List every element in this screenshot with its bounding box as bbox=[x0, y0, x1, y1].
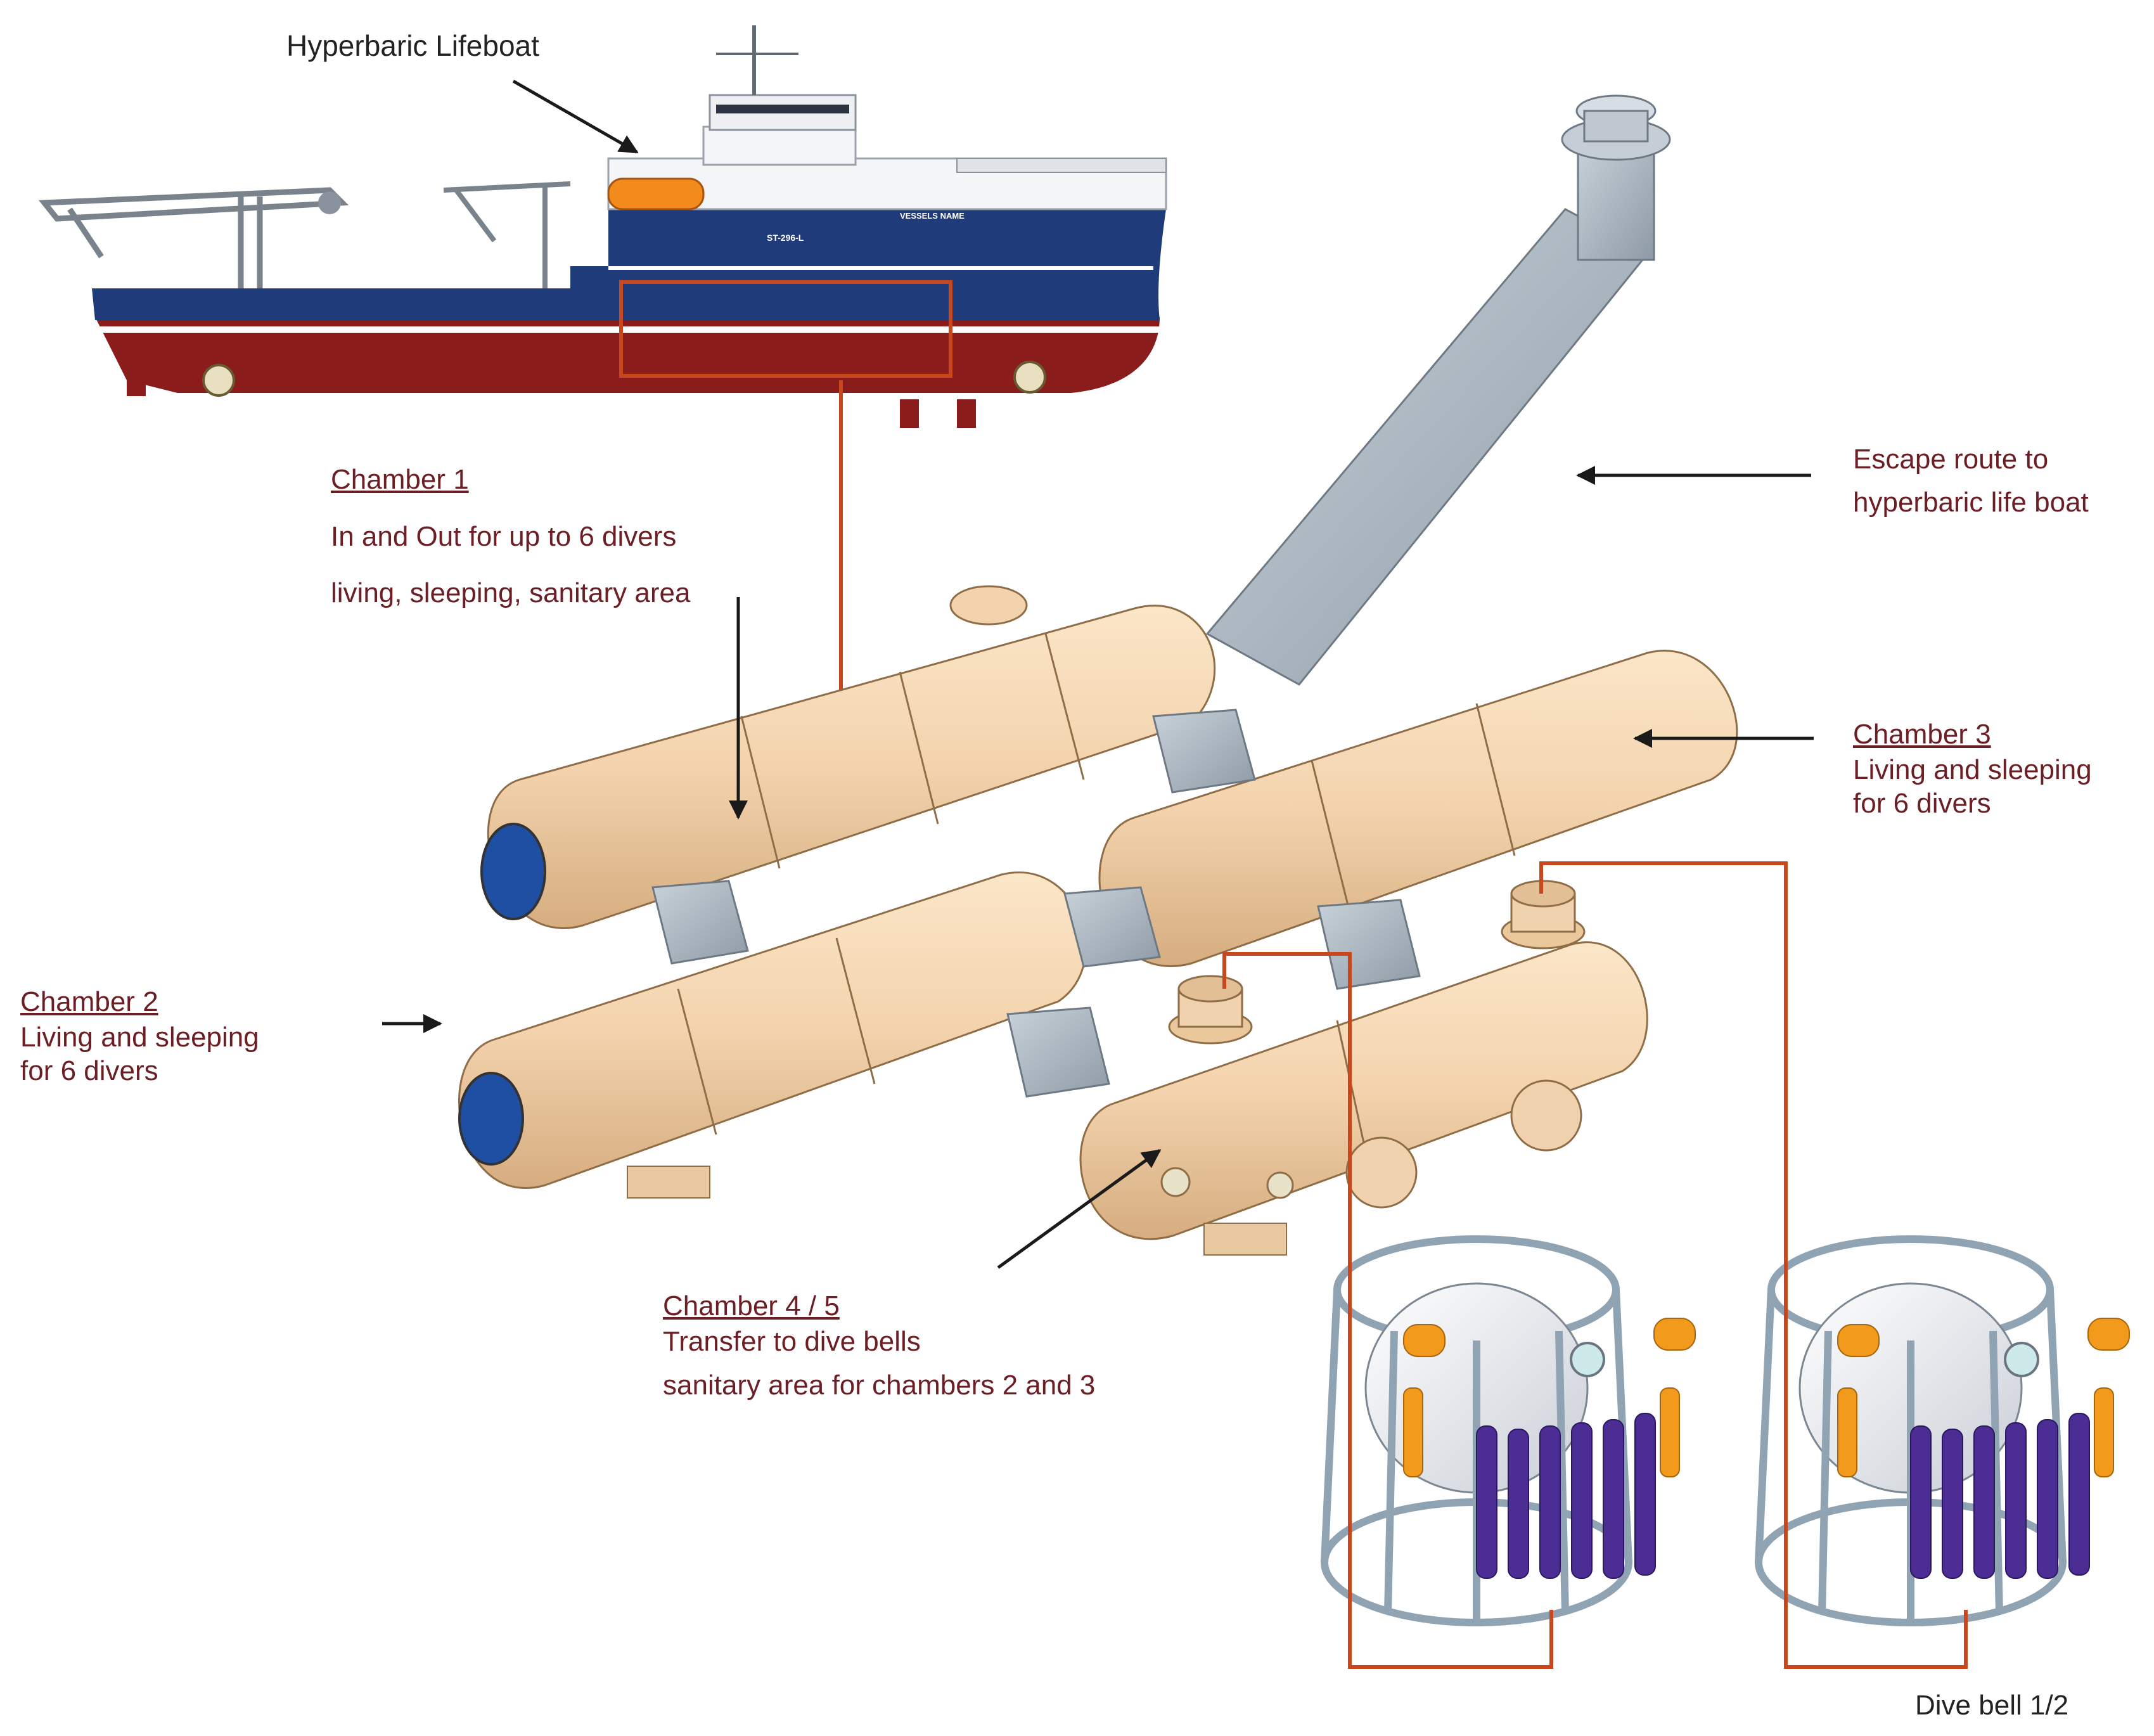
lifeboat-arrow bbox=[512, 79, 639, 154]
escape-trunk bbox=[1205, 94, 1671, 686]
escape-route-label: Escape route to hyperbaric life boat bbox=[1853, 442, 2089, 519]
chamber-4-5-arrow bbox=[997, 1148, 1162, 1270]
chamber-2-saddle bbox=[627, 1166, 710, 1199]
dive-bell-2-gas-cylinders bbox=[1910, 1413, 2090, 1579]
chamber-4-5-side-hatch-1 bbox=[1345, 1136, 1418, 1209]
chamber-1-label: Chamber 1 In and Out for up to 6 divers … bbox=[331, 463, 690, 610]
chamber-1-top-port bbox=[949, 585, 1028, 626]
chamber-2-label: Chamber 2 Living and sleeping for 6 dive… bbox=[20, 985, 259, 1088]
chamber-4-5-saddle bbox=[1203, 1223, 1287, 1256]
ship-hull-upper bbox=[92, 209, 1166, 320]
chamber-4-5-title: Chamber 4 / 5 bbox=[663, 1290, 840, 1321]
bell-1-connection-line bbox=[1222, 952, 1553, 1669]
chamber-2-line-1: Living and sleeping bbox=[20, 1021, 259, 1053]
chamber-1 bbox=[480, 585, 1216, 929]
chamber-2-title: Chamber 2 bbox=[20, 986, 158, 1017]
ship-bow-thruster-icon bbox=[1013, 361, 1046, 394]
bell-2-connection-line bbox=[1539, 861, 1968, 1669]
chamber-4-5-side-hatch-2 bbox=[1510, 1079, 1582, 1152]
chamber-1-line-2: living, sleeping, sanitary area bbox=[331, 577, 691, 609]
chamber-4-5-line-2: sanitary area for chambers 2 and 3 bbox=[663, 1370, 1096, 1401]
ship-aft-crane bbox=[38, 187, 349, 288]
ship-crane-winch bbox=[318, 191, 341, 214]
chamber-2-end-hatch bbox=[458, 1072, 524, 1166]
chamber-2-body bbox=[458, 871, 1087, 1189]
ship-azimuth-thruster-2 bbox=[957, 399, 976, 428]
ship-boot-stripe bbox=[95, 326, 1160, 333]
escape-route-line-1: Escape route to bbox=[1853, 444, 2049, 475]
trunk-1-to-2 bbox=[651, 880, 749, 965]
chamber-4-5-label: Chamber 4 / 5 Transfer to dive bells san… bbox=[663, 1289, 1095, 1403]
ship-propeller-icon bbox=[202, 364, 235, 397]
dive-bell-1 bbox=[1321, 1235, 1696, 1626]
escape-trunk-collar bbox=[1583, 110, 1649, 143]
dive-bell-label: Dive bell 1/2 bbox=[1915, 1690, 2069, 1721]
dive-bell-2-viewport bbox=[2004, 1342, 2039, 1377]
chamber-3-body bbox=[1098, 650, 1738, 967]
ship-mid-crane bbox=[443, 181, 571, 288]
ship-rudder bbox=[127, 358, 146, 396]
support-vessel: ST-296-L VESSELS NAME bbox=[38, 25, 1167, 428]
ship-hull-marking: ST-296-L bbox=[767, 233, 804, 243]
dive-bell-1-viewport bbox=[1570, 1342, 1605, 1377]
ship-name-marking: VESSELS NAME bbox=[900, 211, 965, 221]
ship-sheer-stripe bbox=[608, 266, 1153, 270]
ship-helideck bbox=[956, 158, 1167, 173]
chamber-3-line-1: Living and sleeping bbox=[1853, 754, 2092, 785]
chamber-1-line-1: In and Out for up to 6 divers bbox=[331, 520, 677, 552]
trunk-1-to-3 bbox=[1152, 709, 1256, 794]
chamber-2 bbox=[458, 871, 1087, 1199]
chamber-4-5-viewport-2 bbox=[1266, 1171, 1294, 1199]
escape-route-line-2: hyperbaric life boat bbox=[1853, 486, 2089, 518]
ship-hyperbaric-lifeboat bbox=[607, 177, 705, 210]
ship-azimuth-thruster-1 bbox=[900, 399, 919, 428]
dive-bell-2 bbox=[1755, 1235, 2130, 1626]
chamber-2-seams bbox=[677, 937, 876, 1135]
chamber-1-title: Chamber 1 bbox=[331, 464, 469, 495]
dive-bell-2-orange-tanks bbox=[1837, 1318, 2130, 1477]
chamber-4-5-line-1: Transfer to dive bells bbox=[663, 1325, 921, 1357]
trunk-2-to-3 bbox=[1063, 886, 1161, 968]
trunk-3-to-5 bbox=[1317, 899, 1421, 990]
chamber-3-line-2: for 6 divers bbox=[1853, 788, 1991, 820]
chamber-1-end-hatch bbox=[480, 823, 546, 920]
chamber-4-mating-flange bbox=[1168, 975, 1253, 1045]
ship-bridge-deck bbox=[702, 125, 857, 166]
chamber-3-label: Chamber 3 Living and sleeping for 6 dive… bbox=[1853, 717, 2092, 821]
chamber-location-callout bbox=[619, 280, 952, 378]
dive-bell-1-gas-cylinders bbox=[1476, 1413, 1656, 1579]
chamber-3-seams bbox=[1311, 703, 1516, 913]
lifeboat-label: Hyperbaric Lifeboat bbox=[286, 29, 539, 62]
chamber-3 bbox=[1098, 650, 1738, 967]
chamber-3-title: Chamber 3 bbox=[1853, 719, 1991, 750]
trunk-2-to-4 bbox=[1006, 1006, 1110, 1098]
chamber-1-body bbox=[487, 605, 1216, 929]
chamber-connecting-trunks bbox=[651, 709, 1421, 1098]
ship-wheelhouse-windows bbox=[716, 105, 849, 113]
escape-trunk-pipe bbox=[1205, 208, 1650, 686]
chamber-4-5-viewport-1 bbox=[1160, 1167, 1191, 1197]
chamber-2-line-2: for 6 divers bbox=[20, 1055, 158, 1087]
dive-bell-1-orange-tanks bbox=[1403, 1318, 1696, 1477]
chamber-1-seams bbox=[740, 633, 1085, 869]
chamber-4-5-body bbox=[1079, 941, 1648, 1240]
